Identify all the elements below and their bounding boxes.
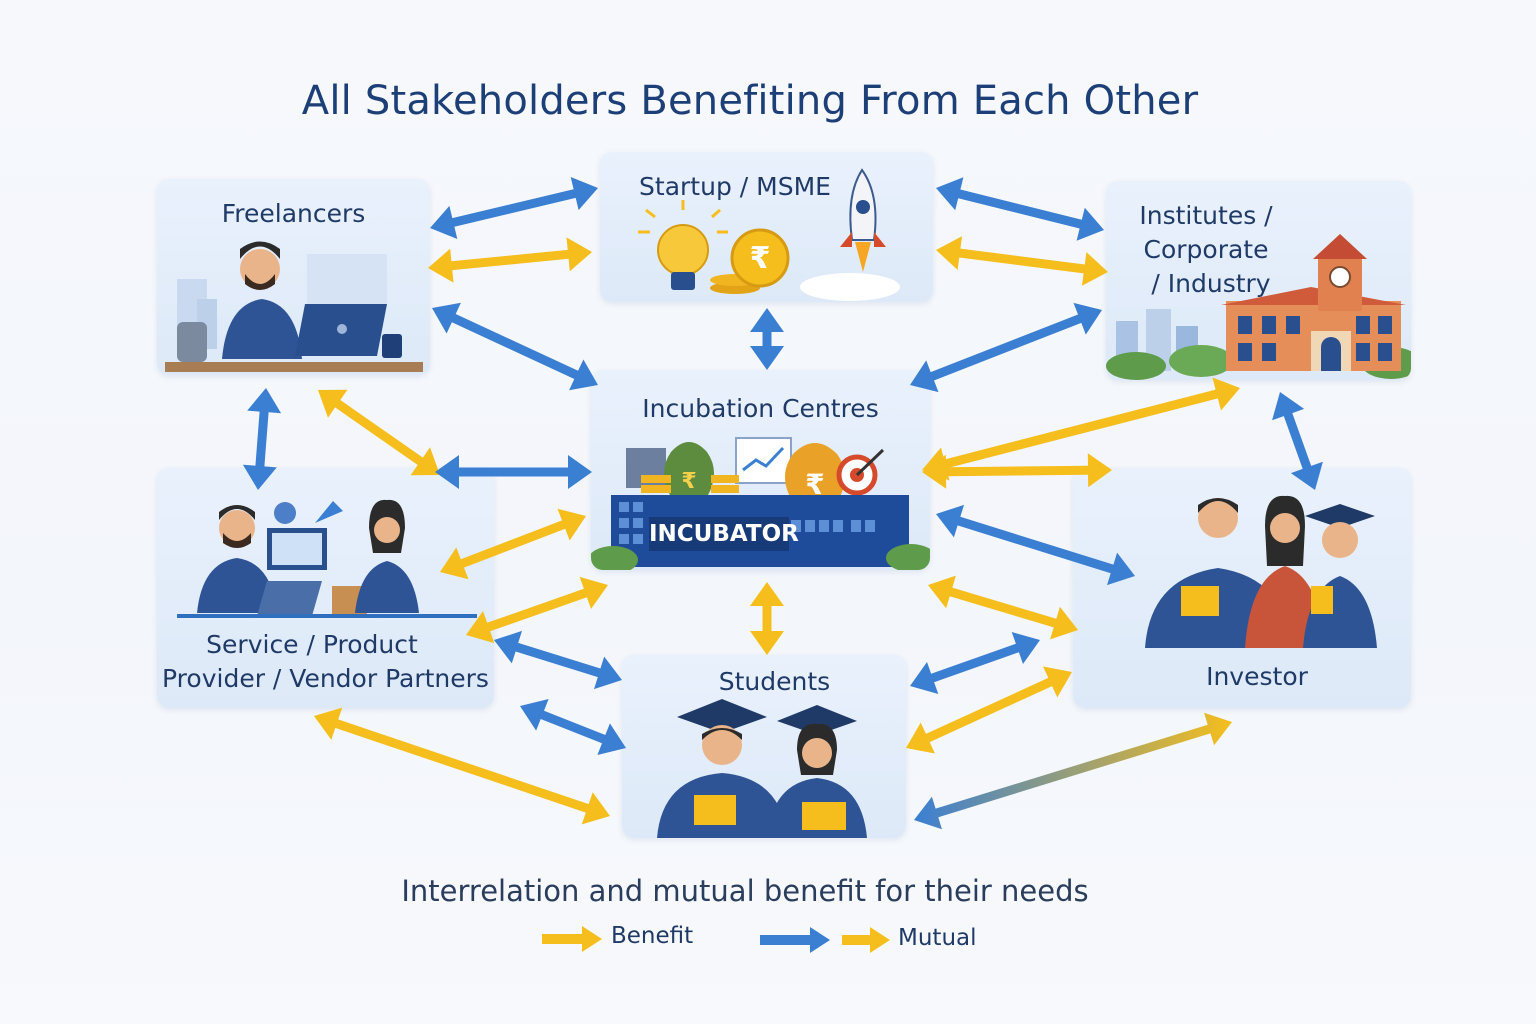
- arrow-su-in-blue: [936, 177, 1104, 241]
- node-investor-label: Investor: [1206, 662, 1308, 691]
- node-startup-msme-label: Startup / MSME: [639, 172, 831, 201]
- node-service-line1: Service / Product: [206, 630, 418, 659]
- node-students-label: Students: [718, 667, 831, 696]
- arrow-fl-inc-blue: [432, 302, 598, 391]
- node-freelancers: Freelancers: [157, 179, 430, 375]
- arrow-st-iv-yellow: [906, 666, 1072, 754]
- legend-benefit-arrow: [542, 926, 602, 952]
- node-students: Students: [622, 655, 906, 838]
- arrow-inc-sv-yellow: [466, 576, 608, 644]
- diagram-subtitle: Interrelation and mutual benefit for the…: [401, 874, 1089, 908]
- startup-idea-money-rocket-illustration: ₹: [638, 168, 900, 301]
- node-startup-msme: Startup / MSME ₹: [600, 152, 933, 302]
- node-incubation-centres: Incubation Centres ₹ ₹ INCUBATOR: [591, 370, 930, 570]
- node-institutes-line1: Institutes /: [1139, 201, 1273, 230]
- node-investor: Investor: [1073, 468, 1411, 708]
- node-service-line2: Provider / Vendor Partners: [162, 664, 489, 693]
- arrow-in-iv-blue: [1272, 392, 1323, 490]
- arrow-sv-st-blue2: [520, 699, 626, 755]
- arrow-st-iv-blue: [910, 632, 1040, 694]
- legend-mutual-yellow-arrow: [842, 927, 890, 953]
- freelancer-at-laptop-illustration: [165, 241, 423, 372]
- arrow-fl-inc-yellow: [318, 389, 440, 476]
- arrow-sv-inc-yellow: [440, 508, 586, 580]
- node-institutes-corporate-industry: Institutes / Corporate / Industry: [1106, 181, 1411, 380]
- arrow-su-in-yellow: [936, 236, 1108, 286]
- graduate-students-illustration: [657, 699, 867, 838]
- arrow-in-inc-blue: [910, 302, 1102, 393]
- arrow-fl-su-blue: [430, 177, 598, 239]
- legend-mutual-blue-arrow: [760, 927, 830, 953]
- incubator-sign: INCUBATOR: [649, 517, 799, 551]
- arrow-inc-st-yellow: [750, 582, 784, 655]
- arrow-inc-iv-yellow: [928, 575, 1078, 640]
- node-service-product-provider: Service / Product Provider / Vendor Part…: [157, 468, 494, 708]
- arrow-fl-sv-blue: [242, 388, 282, 490]
- service-providers-illustration: [177, 499, 477, 618]
- svg-text:₹: ₹: [681, 469, 696, 494]
- legend-mutual-label: Mutual: [898, 925, 977, 951]
- arrow-sv-st-blue: [494, 630, 622, 690]
- arrow-st-iv-grad: [914, 712, 1232, 830]
- node-freelancers-label: Freelancers: [221, 199, 366, 228]
- legend-benefit-label: Benefit: [611, 923, 694, 949]
- arrow-sv-st-yellow: [314, 707, 610, 825]
- arrow-iv-inc-yellow: [922, 453, 1112, 489]
- arrow-iv-inc-blue: [936, 504, 1135, 586]
- arrow-sv-inc-blue: [435, 455, 592, 489]
- svg-text:₹: ₹: [805, 468, 824, 501]
- node-incubation-centres-label: Incubation Centres: [642, 394, 879, 423]
- institute-building-illustration: [1106, 234, 1411, 380]
- node-institutes-line3: / Industry: [1151, 269, 1271, 298]
- node-institutes-line2: Corporate: [1143, 235, 1269, 264]
- svg-text:₹: ₹: [750, 241, 771, 276]
- arrow-fl-su-yellow: [428, 237, 592, 283]
- diagram-title: All Stakeholders Benefiting From Each Ot…: [301, 78, 1199, 124]
- investors-illustration: [1145, 495, 1377, 648]
- arrow-su-inc-blue: [750, 308, 784, 370]
- arrow-in-inc-yellow: [922, 377, 1240, 481]
